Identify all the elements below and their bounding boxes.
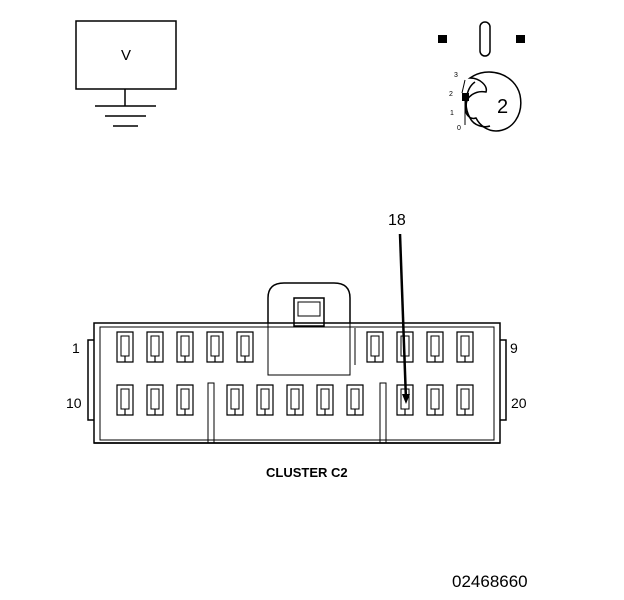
cavity-pin-17 (346, 384, 364, 416)
bottom-row-cavities (116, 384, 474, 416)
voltmeter-label: V (120, 46, 131, 64)
key-position-1-label: 1 (450, 110, 454, 117)
cavity-pin-3 (176, 331, 194, 363)
connector-title: CLUSTER C2 (266, 465, 348, 480)
pin-label-top-left: 1 (72, 340, 80, 356)
cavity-pin-15 (286, 384, 304, 416)
cavity-pin-11 (146, 384, 164, 416)
test-probe-leader (398, 233, 410, 404)
cavity-pin-12 (176, 384, 194, 416)
cavity-pin-19 (426, 384, 444, 416)
key-selected-position: 2 (497, 96, 509, 118)
cavity-pin-9 (456, 331, 474, 363)
cavity-pin-6 (366, 331, 384, 363)
cavity-pin-4 (206, 331, 224, 363)
cavity-pin-14 (256, 384, 274, 416)
cavity-pin-20 (456, 384, 474, 416)
voltmeter-ground-icon (75, 20, 177, 127)
cavity-pin-8 (426, 331, 444, 363)
pin-callout-label: 18 (388, 212, 406, 229)
cavity-pin-10 (116, 384, 134, 416)
cavity-pin-16 (316, 384, 334, 416)
pin-label-bottom-left: 10 (66, 395, 82, 411)
pin-label-top-right: 9 (510, 340, 518, 356)
cavity-pin-1 (116, 331, 134, 363)
cavity-pin-13 (226, 384, 244, 416)
drawing-number: 02468660 (452, 572, 528, 591)
key-position-0-label: 0 (457, 125, 461, 132)
cavity-pin-2 (146, 331, 164, 363)
top-row-cavities (116, 331, 474, 363)
key-position-3-label: 3 (454, 72, 458, 79)
pin-label-bottom-right: 20 (511, 395, 527, 411)
cluster-c2-connector (87, 282, 507, 444)
cavity-pin-5 (236, 331, 254, 363)
key-position-2-label: 2 (449, 91, 453, 98)
ignition-key-icon (438, 21, 525, 132)
